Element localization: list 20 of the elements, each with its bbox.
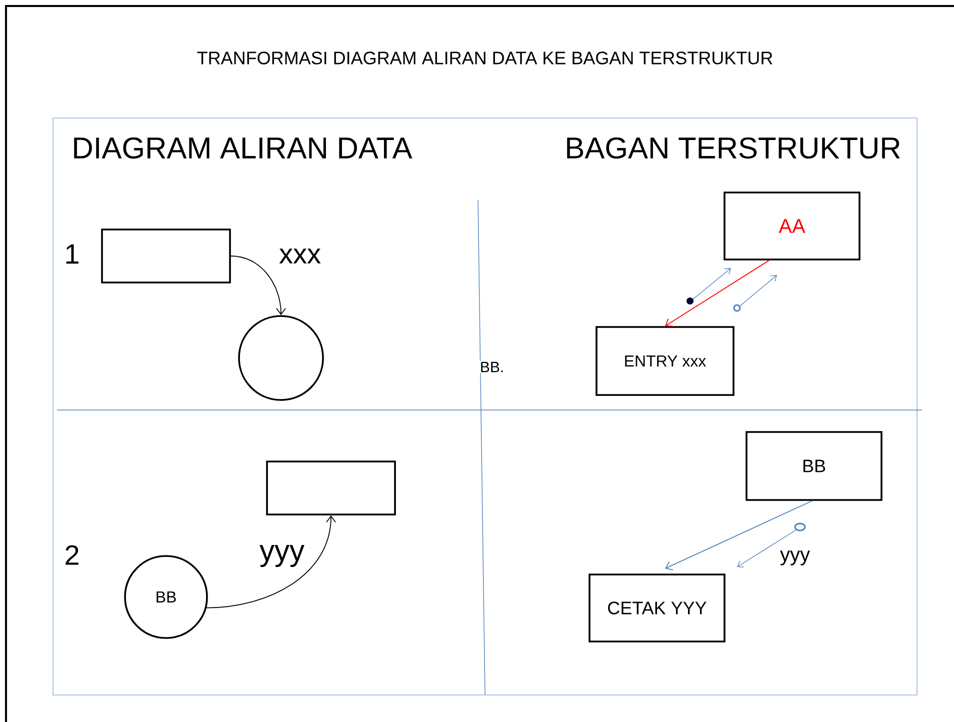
process-box: BB [746, 431, 882, 501]
arrow [206, 515, 336, 608]
arrow [230, 256, 286, 316]
row-number: 2 [66, 545, 78, 565]
edge-label: xxx [279, 248, 321, 264]
edge-label: yyy [260, 544, 304, 568]
text-label: yyy [780, 550, 810, 566]
title: TRANFORMASI DIAGRAM ALIRAN DATA KE BAGAN TERSTRUKTUR [197, 52, 772, 64]
section-heading: BAGAN TERSTRUKTUR [567, 137, 900, 159]
process-box: AA [724, 192, 860, 260]
section-heading: DIAGRAM ALIRAN DATA [74, 137, 412, 159]
circle-node: BB [124, 555, 208, 639]
process-box: ENTRY xxx [596, 326, 734, 396]
text-label: BB. [481, 362, 503, 372]
process-box: CETAK YYY [588, 574, 726, 642]
arrow [665, 500, 812, 570]
process-box [101, 228, 231, 284]
circle-node [238, 315, 324, 401]
arrow [665, 260, 770, 327]
process-box [266, 460, 396, 516]
